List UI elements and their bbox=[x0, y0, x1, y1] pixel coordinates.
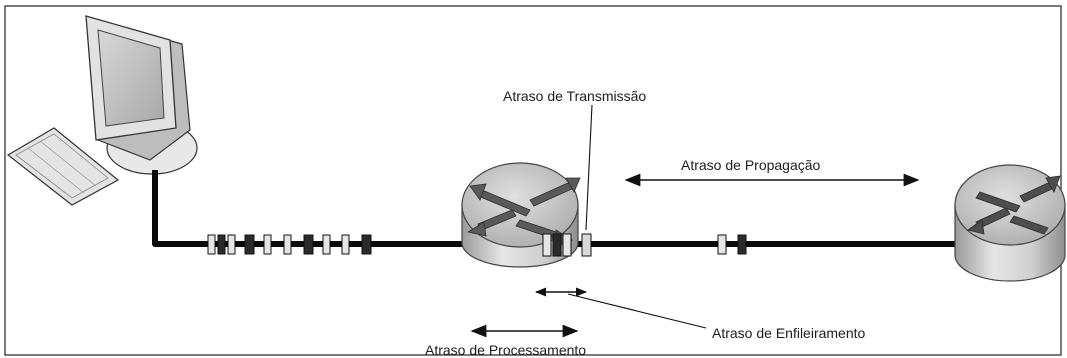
link-host-to-router bbox=[152, 170, 465, 247]
label-transmission: Atraso de Transmissão bbox=[503, 88, 646, 104]
packets-link-2 bbox=[717, 234, 747, 255]
packets-link-1 bbox=[207, 234, 372, 255]
diagram-frame bbox=[4, 5, 1062, 356]
label-propagation: Atraso de Propagação bbox=[681, 157, 821, 173]
computer-icon bbox=[6, 15, 198, 206]
label-queueing: Atraso de Enfileiramento bbox=[712, 325, 866, 341]
label-processing: Atraso de Processamento bbox=[425, 342, 586, 358]
transmission-pointer bbox=[585, 104, 593, 231]
queueing-pointer bbox=[567, 293, 707, 329]
router-icon-near bbox=[461, 162, 581, 268]
router-icon-far bbox=[954, 164, 1066, 282]
packet-transmitting bbox=[581, 233, 592, 257]
